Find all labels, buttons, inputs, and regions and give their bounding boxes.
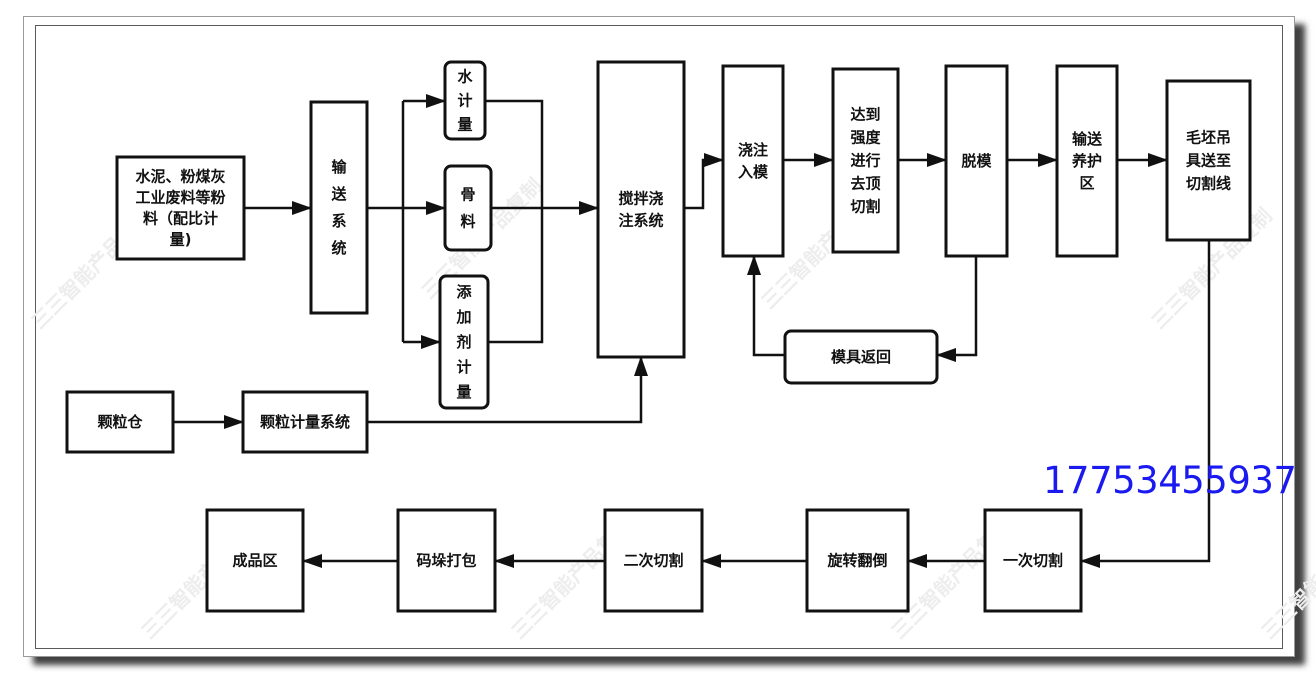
node-label: 一次切割	[1003, 552, 1063, 570]
node-label: 搅拌浇	[618, 190, 663, 208]
node-label: 浇注	[738, 141, 768, 159]
node-label: 骨	[460, 186, 475, 204]
edge-return-pour	[747, 255, 785, 357]
edge-demold-return	[936, 256, 978, 362]
node-granule: 颗粒计量系统	[241, 390, 369, 454]
node-box	[1055, 64, 1119, 258]
node-flip: 旋转翻倒	[805, 508, 910, 613]
node-box	[805, 508, 910, 613]
node-label: 注系统	[618, 212, 663, 230]
node-box	[309, 100, 369, 315]
watermark-text: 三三智能产品复制	[1257, 513, 1316, 643]
node-label: 输	[331, 158, 347, 176]
node-label: 计	[457, 92, 472, 110]
node-box	[721, 64, 785, 258]
node-label: 码垛打包	[416, 552, 476, 570]
node-label: 具送至	[1186, 152, 1231, 170]
node-label: 水泥、粉煤灰	[135, 168, 225, 186]
node-label: 送	[330, 185, 347, 203]
node-label: 脱模	[961, 152, 992, 170]
node-label: 添	[456, 283, 472, 301]
node-label: 强度	[850, 129, 881, 147]
edge-mix-pour	[684, 153, 724, 210]
node-label: 区	[1079, 174, 1094, 192]
node-label: 量)	[170, 231, 192, 249]
nodes: 水泥、粉煤灰工业废料等粉料（配比计量)输送系统水计量骨料添加剂计量搅拌浇注系统浇…	[65, 60, 1252, 613]
node-box	[205, 508, 305, 613]
node-box	[443, 164, 493, 252]
node-box	[596, 60, 686, 359]
edge-granule-mix	[367, 356, 648, 424]
node-label: 二次切割	[623, 552, 683, 570]
node-box	[241, 390, 369, 454]
node-label: 剂	[456, 333, 471, 351]
node-label: 输送	[1072, 130, 1103, 148]
node-box	[783, 329, 939, 385]
node-box	[831, 67, 900, 254]
node-label: 量	[457, 116, 472, 134]
node-water: 水计量	[443, 60, 487, 141]
node-label: 料	[460, 213, 475, 231]
node-box	[983, 508, 1083, 613]
edges	[173, 94, 1211, 568]
node-box	[443, 60, 487, 141]
node-label: 计	[456, 358, 471, 376]
node-finished: 成品区	[205, 508, 305, 613]
node-label: 统	[331, 239, 346, 257]
node-box	[944, 64, 1009, 258]
node-label: 养护	[1071, 152, 1102, 170]
node-box	[1165, 79, 1252, 242]
node-aggregate: 骨料	[443, 164, 493, 252]
node-label: 切割线	[1186, 175, 1231, 193]
node-box	[396, 508, 497, 613]
node-label: 系	[331, 212, 346, 230]
node-label: 加	[455, 308, 471, 326]
node-box	[603, 508, 704, 613]
node-label: 进行	[850, 152, 880, 170]
node-label: 工业废料等粉	[135, 189, 225, 207]
node-cut2: 二次切割	[603, 508, 704, 613]
node-label: 达到	[850, 106, 880, 124]
node-label: 毛坯吊	[1186, 129, 1231, 147]
node-label: 水	[457, 68, 473, 86]
phone-number: 17753455937	[1043, 459, 1297, 502]
node-label: 模具返回	[831, 348, 891, 366]
node-label: 量	[456, 383, 471, 401]
node-moldreturn: 模具返回	[783, 329, 939, 385]
node-label: 颗粒仓	[97, 413, 143, 431]
node-label: 去顶	[850, 175, 880, 193]
node-stack: 码垛打包	[396, 508, 497, 613]
node-label: 颗粒计量系统	[260, 413, 350, 431]
node-box	[115, 155, 246, 261]
node-silo: 颗粒仓	[65, 390, 175, 454]
node-label: 入模	[738, 163, 769, 181]
node-label: 料（配比计	[143, 210, 218, 228]
edge-blank-cut1	[1080, 240, 1211, 568]
edge-water-out	[485, 99, 544, 344]
node-cut1: 一次切割	[983, 508, 1083, 613]
node-box	[65, 390, 175, 454]
node-label: 切割	[850, 198, 880, 216]
node-label: 成品区	[232, 552, 277, 570]
node-label: 旋转翻倒	[826, 552, 887, 570]
node-demold: 脱模	[944, 64, 1009, 258]
node-box	[438, 274, 490, 410]
